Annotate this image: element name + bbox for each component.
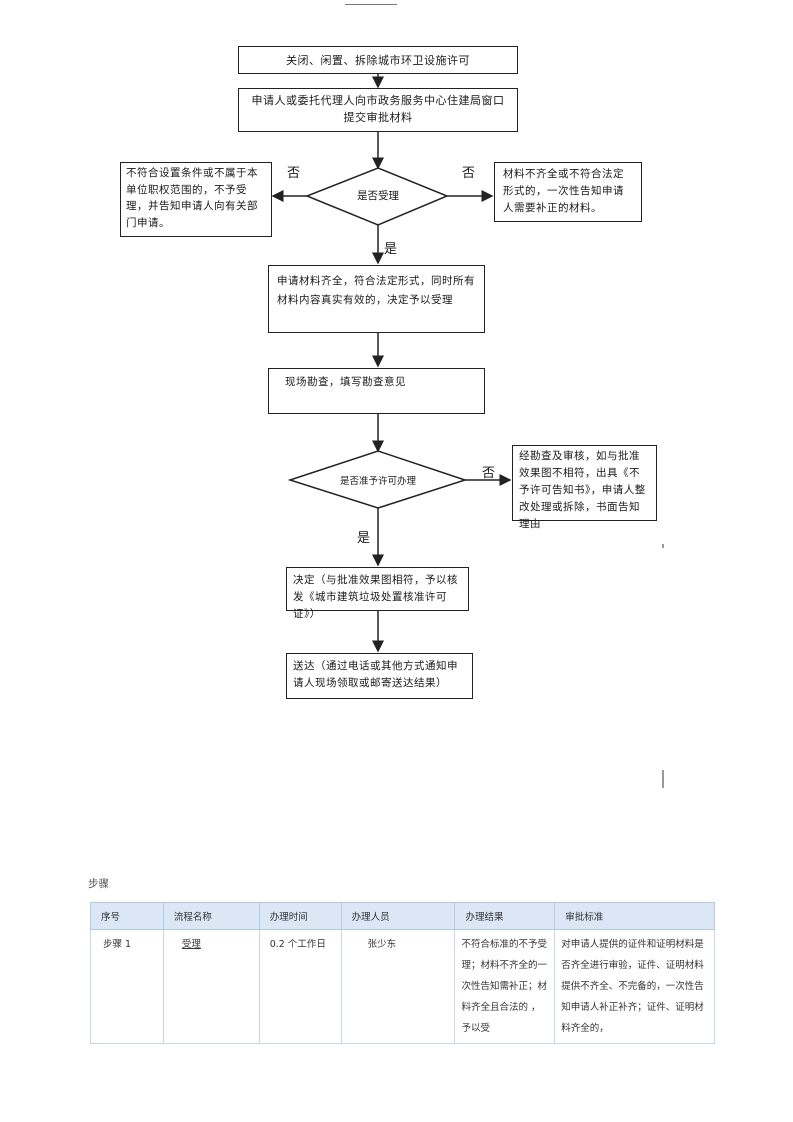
decision1-yes: 是 xyxy=(384,242,398,257)
submit-box: 申请人或委托代理人向市政务服务中心住建局窗口提交审批材料 xyxy=(238,88,518,132)
submit-text: 申请人或委托代理人向市政务服务中心住建局窗口提交审批材料 xyxy=(251,94,505,124)
deny-box: 经勘查及审核，如与批准效果图不相符，出具《不予许可告知书》，申请人整改处理或拆除… xyxy=(512,445,657,530)
header-index: 序号 xyxy=(90,902,164,930)
accept-box: 申请材料齐全，符合法定形式，同时所有材料内容真实有效的，决定予以受理 xyxy=(268,265,485,333)
step-name-link[interactable]: 受理 xyxy=(181,939,201,950)
flow-title-box: 关闭、闲置、拆除城市环卫设施许可 xyxy=(238,46,518,74)
header-time: 办理时间 xyxy=(258,902,342,930)
table-row: 步骤 1 受理 0.2 个工作日 张少东 不符合标准的不予受理；材料不齐全的一次… xyxy=(90,929,715,1044)
decision-diamond-accept xyxy=(304,167,449,226)
decision1-label: 是否受理 xyxy=(357,190,399,202)
cell-person: 张少东 xyxy=(340,929,456,1044)
cell-result: 不符合标准的不予受理；材料不齐全的一次性告知需补正；材料齐全且合法的 ，予以受 xyxy=(454,929,556,1044)
reject-box: 不符合设置条件或不属于本单位职权范围的，不予受理，并告知申请人向有关部门申请。 xyxy=(120,162,272,237)
decision2-yes: 是 xyxy=(357,531,371,546)
steps-table: 序号 流程名称 办理时间 办理人员 办理结果 审批标准 步骤 1 受理 0.2 … xyxy=(90,902,715,1044)
decision2-label: 是否准予许可办理 xyxy=(339,476,416,487)
decision1-no-right: 否 xyxy=(462,166,476,181)
deny-text: 经勘查及审核，如与批准效果图不相符，出具《不予许可告知书》，申请人整改处理或拆除… xyxy=(519,450,646,530)
inspect-text: 现场勘查，填写勘查意见 xyxy=(285,376,406,388)
supplement-box: 材料不齐全或不符合法定形式的，一次性告知申请人需要补正的材料。 xyxy=(494,162,642,222)
scan-artifact-line xyxy=(345,4,397,5)
cell-standard: 对申请人提供的证件和证明材料是否齐全进行审验，证件、证明材料提供不齐全、不完备的… xyxy=(554,929,715,1044)
cell-index: 步骤 1 xyxy=(90,929,164,1044)
cell-name: 受理 xyxy=(162,929,260,1044)
deliver-box: 送达（通过电话或其他方式通知申请人现场领取或邮寄送达结果） xyxy=(286,653,473,699)
header-person: 办理人员 xyxy=(340,902,456,930)
accept-text: 申请材料齐全，符合法定形式，同时所有材料内容真实有效的，决定予以受理 xyxy=(277,275,475,306)
scan-speck xyxy=(662,544,664,548)
supplement-text: 材料不齐全或不符合法定形式的，一次性告知申请人需要补正的材料。 xyxy=(503,168,624,214)
header-result: 办理结果 xyxy=(454,902,556,930)
steps-header-row: 序号 流程名称 办理时间 办理人员 办理结果 审批标准 xyxy=(90,902,715,930)
reject-text: 不符合设置条件或不属于本单位职权范围的，不予受理，并告知申请人向有关部门申请。 xyxy=(126,167,258,229)
scan-speck xyxy=(662,770,664,788)
steps-title: 步骤 xyxy=(88,878,109,890)
approve-text: 决定（与批准效果图相符，予以核发《城市建筑垃圾处置核准许可证》） xyxy=(293,574,458,620)
decision1-no-left: 否 xyxy=(287,166,301,181)
flow-title-text: 关闭、闲置、拆除城市环卫设施许可 xyxy=(286,53,470,67)
approve-box: 决定（与批准效果图相符，予以核发《城市建筑垃圾处置核准许可证》） xyxy=(286,567,469,620)
header-name: 流程名称 xyxy=(162,902,260,930)
deliver-text: 送达（通过电话或其他方式通知申请人现场领取或邮寄送达结果） xyxy=(293,660,458,689)
cell-time: 0.2 个工作日 xyxy=(258,929,342,1044)
inspect-box: 现场勘查，填写勘查意见 xyxy=(268,368,485,414)
header-standard: 审批标准 xyxy=(554,902,715,930)
decision-diamond-permit xyxy=(287,450,468,509)
decision2-no: 否 xyxy=(482,466,496,481)
